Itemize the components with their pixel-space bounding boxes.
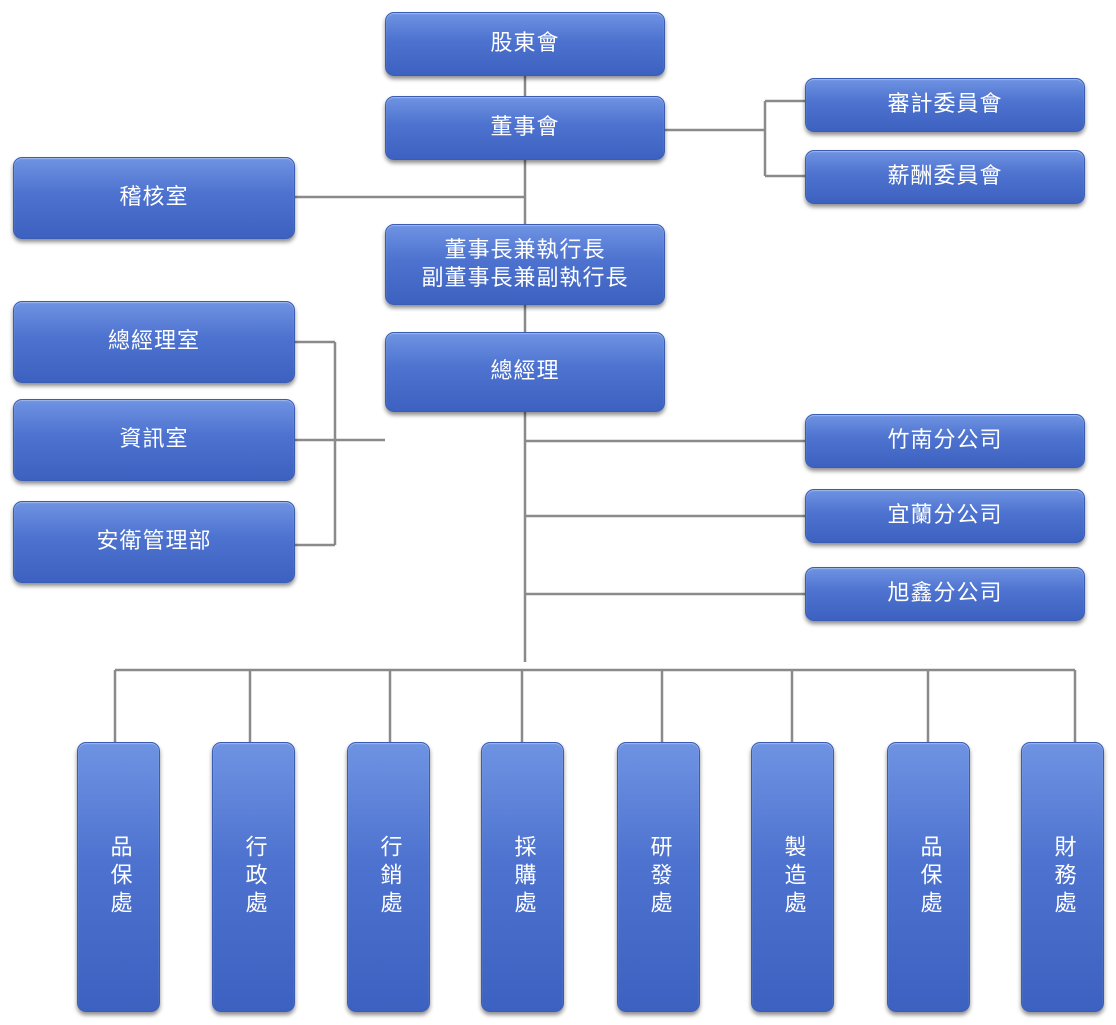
department-box-qa-2: 品保處 xyxy=(887,742,970,1012)
it-office-box: 資訊室 xyxy=(13,399,295,481)
branch-label: 竹南分公司 xyxy=(887,428,1003,453)
department-label: 行銷處 xyxy=(376,835,402,919)
department-box-marketing: 行銷處 xyxy=(347,742,430,1012)
board-label: 董事會 xyxy=(490,115,560,140)
department-box-admin: 行政處 xyxy=(212,742,295,1012)
it-office-label: 資訊室 xyxy=(119,427,189,452)
audit-committee-box: 審計委員會 xyxy=(805,78,1085,132)
department-box-finance: 財務處 xyxy=(1021,742,1104,1012)
compensation-committee-label: 薪酬委員會 xyxy=(887,164,1003,189)
gm-office-box: 總經理室 xyxy=(13,301,295,383)
department-box-rnd: 研發處 xyxy=(617,742,700,1012)
branch-label: 旭鑫分公司 xyxy=(887,581,1003,606)
department-label: 品保處 xyxy=(916,835,942,919)
compensation-committee-box: 薪酬委員會 xyxy=(805,150,1085,204)
department-box-procurement: 採購處 xyxy=(481,742,564,1012)
chairman-ceo-label: 董事長兼執行長 xyxy=(444,237,606,263)
department-label: 製造處 xyxy=(780,835,806,919)
department-box-manufacturing: 製造處 xyxy=(751,742,834,1012)
chairman-ceo-box: 董事長兼執行長 副董事長兼副執行長 xyxy=(385,224,665,305)
branch-box-xuxin: 旭鑫分公司 xyxy=(805,567,1085,621)
department-label: 採購處 xyxy=(510,835,536,919)
department-label: 品保處 xyxy=(106,835,132,919)
safety-dept-box: 安衛管理部 xyxy=(13,501,295,583)
audit-committee-label: 審計委員會 xyxy=(887,92,1003,117)
branch-box-yilan: 宜蘭分公司 xyxy=(805,489,1085,543)
audit-office-box: 稽核室 xyxy=(13,157,295,239)
branch-box-zhunan: 竹南分公司 xyxy=(805,414,1085,468)
department-label: 研發處 xyxy=(646,835,672,919)
department-box-qa-1: 品保處 xyxy=(77,742,160,1012)
branch-label: 宜蘭分公司 xyxy=(887,503,1003,528)
board-box: 董事會 xyxy=(385,96,665,160)
safety-dept-label: 安衛管理部 xyxy=(96,529,212,554)
general-manager-label: 總經理 xyxy=(490,359,560,384)
shareholders-label: 股東會 xyxy=(490,31,560,56)
department-label: 財務處 xyxy=(1050,835,1076,919)
gm-office-label: 總經理室 xyxy=(107,329,200,354)
audit-office-label: 稽核室 xyxy=(119,185,189,210)
department-label: 行政處 xyxy=(241,835,267,919)
general-manager-box: 總經理 xyxy=(385,332,665,412)
shareholders-box: 股東會 xyxy=(385,12,665,76)
vice-chairman-label: 副董事長兼副執行長 xyxy=(421,265,629,291)
